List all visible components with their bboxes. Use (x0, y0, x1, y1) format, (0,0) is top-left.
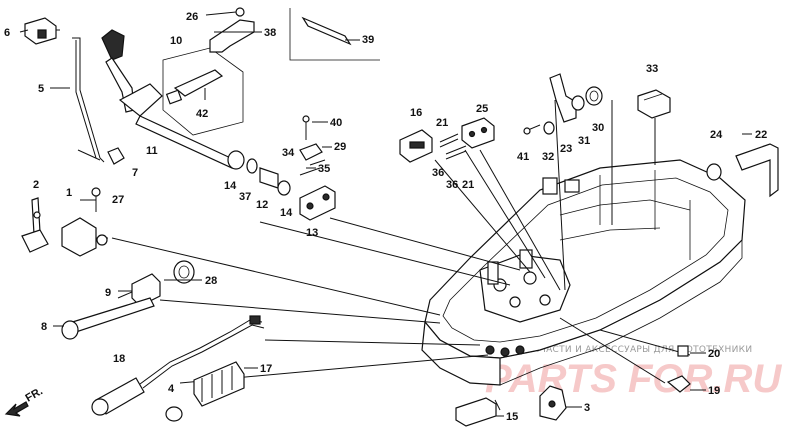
callout-25: 25 (476, 103, 488, 115)
callout-6: 6 (4, 27, 10, 39)
callout-2: 2 (33, 179, 39, 191)
callout-5: 5 (38, 83, 44, 95)
callout-7: 7 (132, 167, 138, 179)
callout-41: 41 (517, 151, 529, 163)
watermark-text: ЗАПЧАСТИ И АКСЕССУАРЫ ДЛЯ МОТОТЕХНИКИ (520, 345, 752, 355)
callout-36a: 36 (432, 167, 444, 179)
callout-31: 31 (578, 135, 590, 147)
part-8-shaft (61, 297, 155, 340)
callout-40: 40 (330, 117, 342, 129)
callout-16: 16 (410, 107, 422, 119)
callout-24: 24 (710, 129, 723, 141)
lower-case (421, 159, 746, 386)
callout-32: 32 (542, 151, 554, 163)
callout-20: 20 (708, 348, 720, 360)
callout-4: 4 (168, 383, 175, 395)
part-18-cable-unit (91, 315, 265, 416)
callout-15: 15 (506, 411, 518, 423)
part-16-grommet (399, 129, 433, 163)
callout-21b: 21 (462, 179, 474, 191)
callout-ticks (19, 11, 752, 417)
callout-39: 39 (362, 34, 374, 46)
callout-30: 30 (592, 122, 604, 134)
callout-28: 28 (205, 275, 217, 287)
watermark-logo: PARTS FOR.RU (485, 357, 782, 401)
callout-21a: 21 (436, 117, 448, 129)
small-bolts-group (299, 115, 326, 176)
callout-33: 33 (646, 63, 658, 75)
part-19-clip (666, 375, 691, 393)
callout-14b: 14 (280, 207, 293, 219)
part-7-clip (107, 147, 125, 165)
callout-23: 23 (560, 143, 572, 155)
inset-box-39 (289, 8, 380, 61)
part-13-link (299, 185, 336, 221)
part-25-block (461, 117, 495, 149)
callout-3: 3 (584, 402, 590, 414)
inset-box-10 (162, 47, 244, 136)
callout-8: 8 (41, 321, 47, 333)
callout-19: 19 (708, 385, 720, 397)
callout-14a: 14 (224, 180, 237, 192)
part-15-pad (455, 397, 497, 427)
callout-18: 18 (113, 353, 125, 365)
part-11-shift-lever (77, 29, 236, 169)
part-38-bracket (209, 19, 255, 53)
part-26-bolt (235, 7, 245, 17)
callout-13: 13 (306, 227, 318, 239)
part-6-clip (24, 17, 57, 45)
callout-labels: 1 2 3 4 5 6 7 8 9 10 11 12 13 14 14 15 1… (4, 11, 767, 423)
part-22-bracket (735, 143, 779, 198)
part-5-rod (72, 37, 105, 163)
callout-17: 17 (260, 363, 272, 375)
front-direction-label: FR. (24, 385, 45, 404)
callout-34: 34 (282, 147, 295, 159)
part-21-pins (439, 133, 467, 160)
part-28-seal (173, 260, 195, 284)
part-3-clamp (539, 385, 567, 421)
callout-22: 22 (755, 129, 767, 141)
callout-27: 27 (112, 194, 124, 206)
part-20-tab (677, 345, 689, 357)
callout-26: 26 (186, 11, 198, 23)
part-4-cap (165, 406, 183, 422)
callout-12: 12 (256, 199, 268, 211)
part-1-bracket (61, 217, 108, 257)
bolt-washer-stack (523, 73, 603, 135)
callout-11: 11 (146, 145, 158, 157)
part-17-grip (193, 361, 245, 407)
part-2-lever (21, 197, 49, 253)
callout-29: 29 (334, 141, 346, 153)
callout-36b: 36 (446, 179, 458, 191)
callout-1: 1 (66, 187, 72, 199)
part-9-plug (117, 273, 161, 307)
shaft-collars (227, 150, 291, 196)
callout-38: 38 (264, 27, 276, 39)
front-direction-arrow: FR. (4, 385, 45, 417)
callout-9: 9 (105, 287, 111, 299)
callout-10: 10 (170, 35, 182, 47)
part-33-grommet (637, 89, 671, 119)
callout-42: 42 (196, 108, 208, 120)
part-27-bolt (91, 187, 101, 212)
part-24-plug (706, 163, 722, 181)
leader-lines (35, 29, 691, 411)
callout-35: 35 (318, 163, 330, 175)
callout-37: 37 (239, 191, 251, 203)
